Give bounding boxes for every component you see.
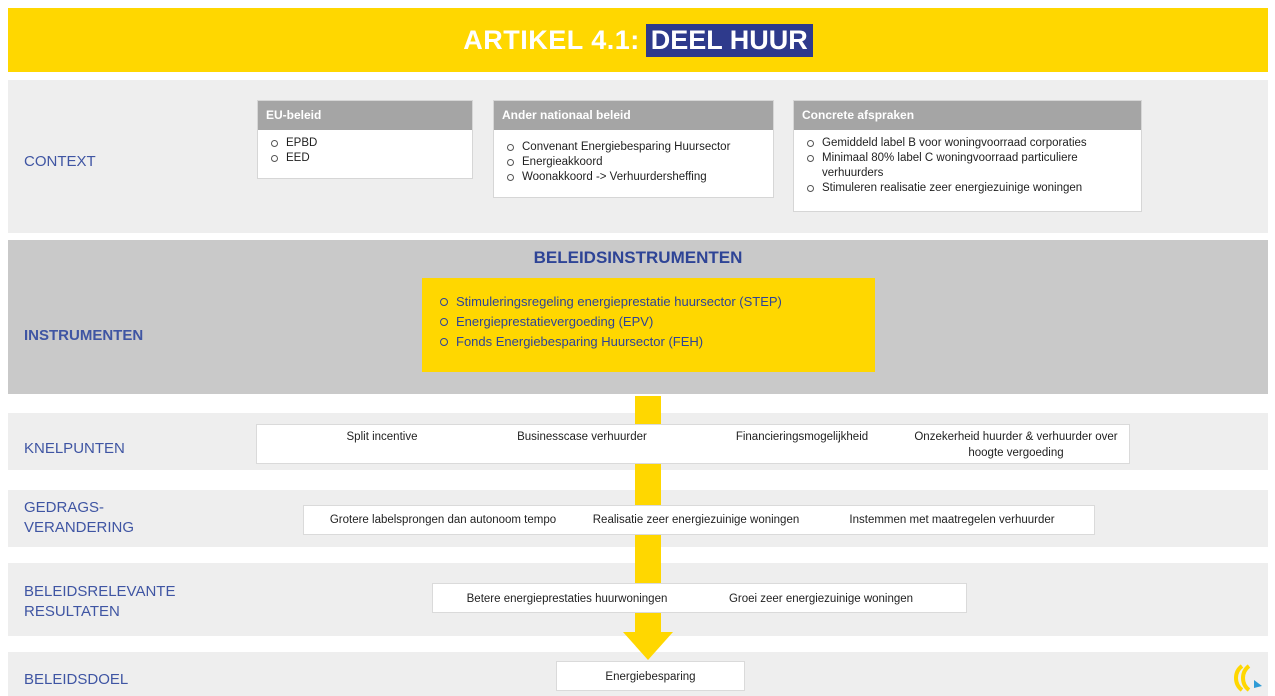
- row-label-line: GEDRAGS-: [24, 499, 105, 516]
- beleidsdoel-box: Energiebesparing: [556, 661, 745, 691]
- gedrag-box: Grotere labelsprongen dan autonoom tempo…: [303, 505, 1095, 535]
- list-item: EPBD: [268, 136, 464, 151]
- gedrag-item: Realisatie zeer energiezuinige woningen: [592, 514, 800, 526]
- gedrag-item: Instemmen met maatregelen verhuurder: [849, 514, 1055, 526]
- row-label-line: BELEIDSRELEVANTE: [24, 583, 176, 600]
- context-box-afspraken: Concrete afspraken Gemiddeld label B voo…: [793, 100, 1142, 212]
- context-box-eu: EU-beleid EPBD EED: [257, 100, 473, 179]
- row-label-context: CONTEXT: [24, 153, 96, 170]
- context-list: Gemiddeld label B voor woningvoorraad co…: [794, 130, 1141, 200]
- list-item: Stimuleringsregeling energieprestatie hu…: [440, 292, 857, 312]
- resultaat-item: Betere energieprestaties huurwoningen: [466, 593, 668, 605]
- knelpunt-item: Split incentive: [346, 431, 418, 443]
- row-label-instrumenten: INSTRUMENTEN: [24, 327, 144, 344]
- list-item: Convenant Energiebesparing Huursector: [504, 140, 765, 155]
- beleidsdoel-item: Energiebesparing: [605, 671, 696, 683]
- row-label-resultaten: BELEIDSRELEVANTE RESULTATEN: [24, 582, 175, 622]
- context-list: Convenant Energiebesparing Huursector En…: [494, 130, 773, 189]
- instrumenten-list: Stimuleringsregeling energieprestatie hu…: [440, 292, 857, 352]
- context-box-header: EU-beleid: [258, 101, 472, 130]
- knelpunten-box: Split incentive Businesscase verhuurder …: [256, 424, 1130, 464]
- row-label-line: RESULTATEN: [24, 603, 120, 620]
- row-label-gedrag: GEDRAGS- VERANDERING: [24, 498, 134, 538]
- list-item: Fonds Energiebesparing Huursector (FEH): [440, 332, 857, 352]
- list-item: Woonakkoord -> Verhuurdersheffing: [504, 170, 765, 185]
- beleidsinstrumenten-title: BELEIDSINSTRUMENTEN: [533, 248, 743, 267]
- list-item: Minimaal 80% label C woningvoorraad part…: [804, 151, 1133, 181]
- list-item: Energieakkoord: [504, 155, 765, 170]
- row-label-knelpunten: KNELPUNTEN: [24, 440, 125, 457]
- knelpunt-item: Onzekerheid huurder & verhuurder over ho…: [914, 431, 1118, 459]
- list-item: Energieprestatievergoeding (EPV): [440, 312, 857, 332]
- logo-icon: [1234, 664, 1262, 692]
- knelpunt-item: Financieringsmogelijkheid: [735, 431, 869, 443]
- context-box-header: Concrete afspraken: [794, 101, 1141, 130]
- list-item: Gemiddeld label B voor woningvoorraad co…: [804, 136, 1133, 151]
- context-box-header: Ander nationaal beleid: [494, 101, 773, 130]
- list-item: EED: [268, 151, 464, 166]
- title-highlight: DEEL HUUR: [645, 23, 813, 57]
- flow-arrow-head: [623, 632, 673, 660]
- gedrag-item: Grotere labelsprongen dan autonoom tempo: [329, 514, 557, 526]
- title-prefix: ARTIKEL 4.1:: [463, 24, 640, 55]
- knelpunt-item: Businesscase verhuurder: [517, 431, 647, 443]
- instrumenten-box: Stimuleringsregeling energieprestatie hu…: [422, 278, 875, 372]
- resultaat-item: Groei zeer energiezuinige woningen: [728, 593, 914, 605]
- list-item: Stimuleren realisatie zeer energiezuinig…: [804, 181, 1133, 196]
- row-label-beleidsdoel: BELEIDSDOEL: [24, 671, 129, 688]
- context-box-nationaal: Ander nationaal beleid Convenant Energie…: [493, 100, 774, 198]
- context-list: EPBD EED: [258, 130, 472, 170]
- resultaten-box: Betere energieprestaties huurwoningen Gr…: [432, 583, 967, 613]
- row-label-line: VERANDERING: [24, 519, 135, 536]
- title-bar: ARTIKEL 4.1: DEEL HUUR: [8, 8, 1268, 72]
